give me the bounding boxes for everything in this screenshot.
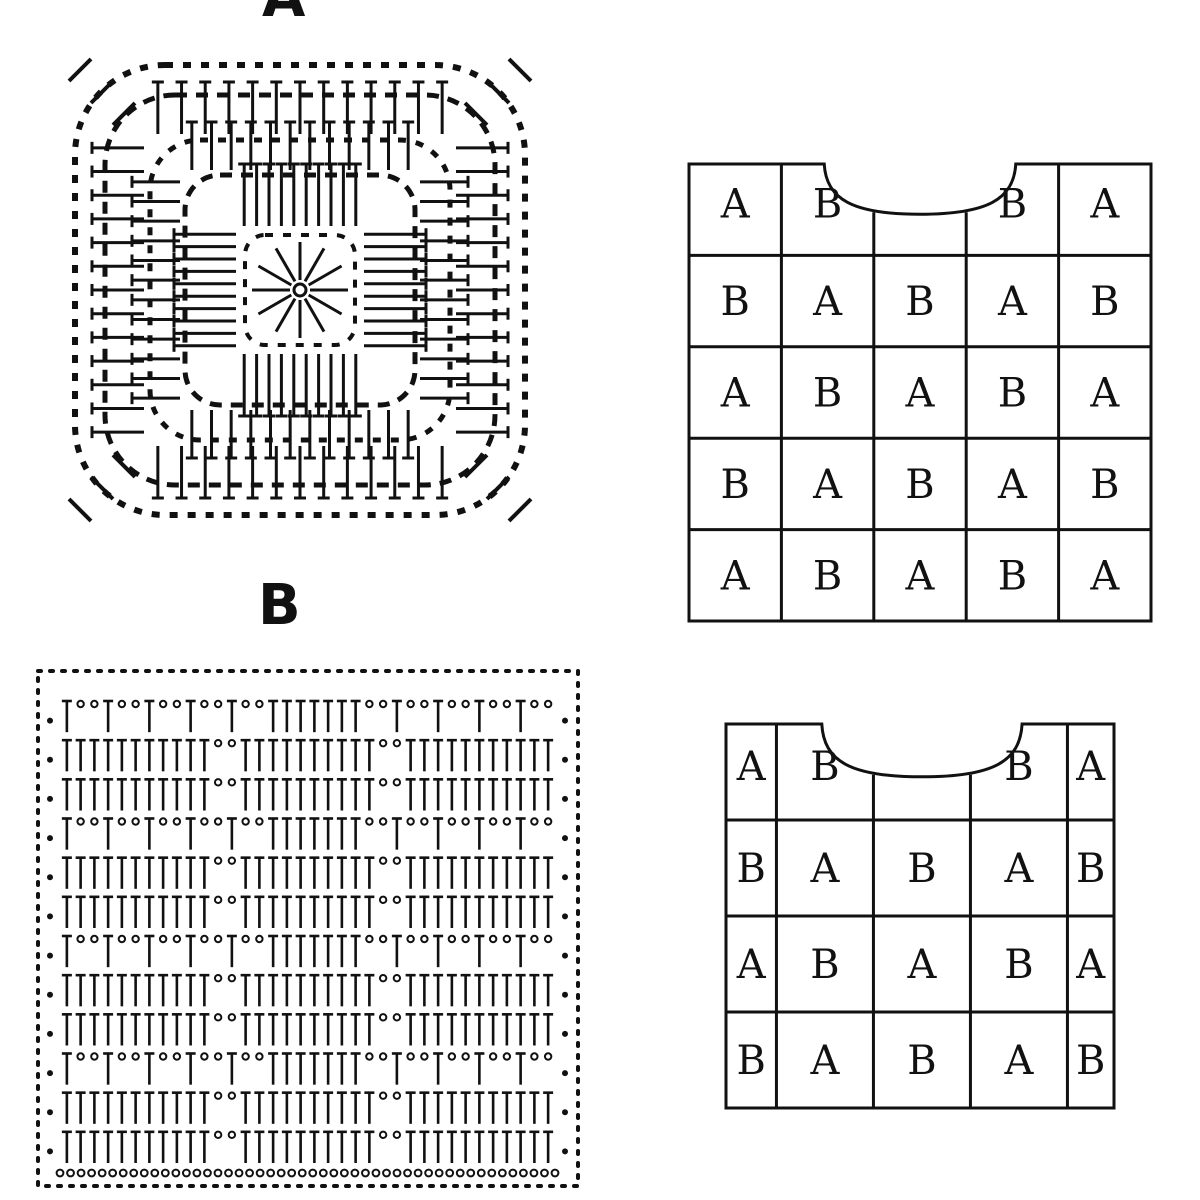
layout-cell-letter: B xyxy=(737,846,766,892)
layout-cell-letter: A xyxy=(905,371,936,417)
motif-a-label: A xyxy=(262,0,305,26)
layout-outline xyxy=(687,162,1153,623)
layout-cell-letter: B xyxy=(810,942,839,988)
chain-round xyxy=(182,172,418,408)
layout-cell-letter: A xyxy=(1089,371,1120,417)
layout-cell-letter: B xyxy=(905,462,934,508)
layout-cell-letter: B xyxy=(813,553,842,599)
layout-cell-letter: A xyxy=(1089,182,1120,228)
layout-cell-letter: A xyxy=(997,462,1028,508)
layout-cell-letter: A xyxy=(720,182,751,228)
layout-cell-letter: B xyxy=(905,279,934,325)
layout-cell-letter: A xyxy=(1003,846,1034,892)
layout-cell-letter: B xyxy=(813,371,842,417)
layout-cell-letter: A xyxy=(997,279,1028,325)
layout-outline xyxy=(724,722,1116,1110)
layout-cell-letter: B xyxy=(810,744,839,790)
layout-cell-letter: B xyxy=(1004,744,1033,790)
motif-b-border xyxy=(36,669,580,1188)
layout-cell-letter: A xyxy=(812,279,843,325)
layout-cell-letter: A xyxy=(809,1038,840,1084)
motif-a-crochet-chart xyxy=(67,57,533,523)
layout-cell-letter: B xyxy=(1076,846,1105,892)
layout-cell-letter: B xyxy=(813,182,842,228)
layout-cell-letter: A xyxy=(1003,1038,1034,1084)
layout-cell-letter: A xyxy=(905,553,936,599)
motif-b-stitches xyxy=(36,669,580,1188)
layout-cell-letter: B xyxy=(737,1038,766,1084)
layout-cell-letter: B xyxy=(1076,1038,1105,1084)
layout-cell-letter: B xyxy=(998,182,1027,228)
layout-cell-letter: A xyxy=(1075,744,1106,790)
layout-cell-letter: A xyxy=(1075,942,1106,988)
layout-cell-letter: B xyxy=(720,279,749,325)
layout-cell-letter: B xyxy=(1090,279,1119,325)
layout-cell-letter: A xyxy=(809,846,840,892)
layout-cell-letter: B xyxy=(907,1038,936,1084)
layout-cell-letter: A xyxy=(720,553,751,599)
layout-cell-letter: A xyxy=(720,371,751,417)
chain-round xyxy=(72,62,528,518)
layout-cell-letter: B xyxy=(1090,462,1119,508)
chain-round xyxy=(243,233,357,347)
chain-round xyxy=(147,137,453,443)
motif-a-stitches xyxy=(67,57,533,523)
layout-cell-letter: B xyxy=(1004,942,1033,988)
layout-cell-letter: B xyxy=(720,462,749,508)
motif-b-label: B xyxy=(258,573,301,638)
layout-cell-letter: A xyxy=(906,942,937,988)
layout-cell-letter: A xyxy=(1089,553,1120,599)
layout-cell-letter: A xyxy=(736,942,767,988)
motif-b-crochet-chart xyxy=(36,669,580,1188)
layout-cell-letter: A xyxy=(812,462,843,508)
layout-cell-letter: B xyxy=(998,553,1027,599)
layout-cell-letter: B xyxy=(907,846,936,892)
layout-cell-letter: A xyxy=(736,744,767,790)
layout-cell-letter: B xyxy=(998,371,1027,417)
